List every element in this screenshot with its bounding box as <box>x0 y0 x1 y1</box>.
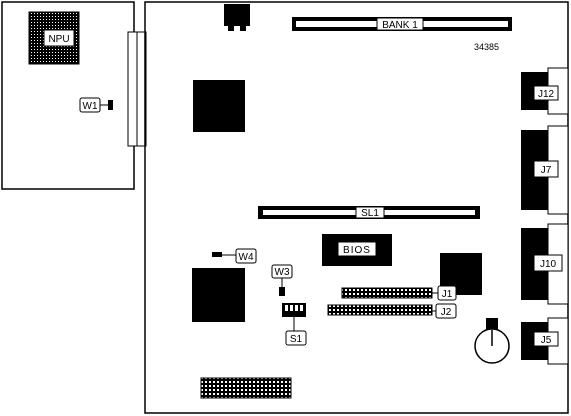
j10-label: J10 <box>540 259 557 270</box>
j1-header: J1 <box>341 285 457 301</box>
w1-label: W1 <box>83 101 98 112</box>
j12-label: J12 <box>538 89 555 100</box>
w4-jumper: W4 <box>212 248 257 264</box>
w3-jumper: W3 <box>271 264 293 296</box>
w3-label: W3 <box>275 267 290 278</box>
j7-connector: J7 <box>521 125 569 215</box>
bottom-edge-connector <box>200 377 292 399</box>
j5-connector: J5 <box>521 317 569 365</box>
npu-label: NPU <box>48 34 69 45</box>
npu-socket: NPU <box>28 11 80 65</box>
w4-label: W4 <box>239 252 254 263</box>
j12-connector: J12 <box>521 67 569 115</box>
bios-label: BIOS <box>343 245 371 256</box>
bank1-label: BANK 1 <box>382 20 418 31</box>
part-number: 34385 <box>474 42 499 52</box>
battery <box>474 318 510 364</box>
bios-chip: BIOS <box>322 234 392 266</box>
sl1-label: SL1 <box>361 208 379 219</box>
lower-large-chip <box>192 268 245 322</box>
s1-label: S1 <box>290 334 303 345</box>
j10-connector: J10 <box>521 223 569 305</box>
upper-large-chip <box>193 80 245 132</box>
bank1-slot: BANK 1 <box>292 17 512 31</box>
j1-label: J1 <box>442 289 453 300</box>
j5-label: J5 <box>541 335 552 346</box>
board-connector <box>127 31 147 147</box>
top-connector <box>224 4 250 31</box>
w1-jumper: W1 <box>79 97 113 113</box>
j2-label: J2 <box>441 307 452 318</box>
sl1-slot: SL1 <box>258 206 480 219</box>
j2-header: J2 <box>327 303 457 319</box>
j7-label: J7 <box>541 165 552 176</box>
s1-switch: S1 <box>282 303 307 346</box>
